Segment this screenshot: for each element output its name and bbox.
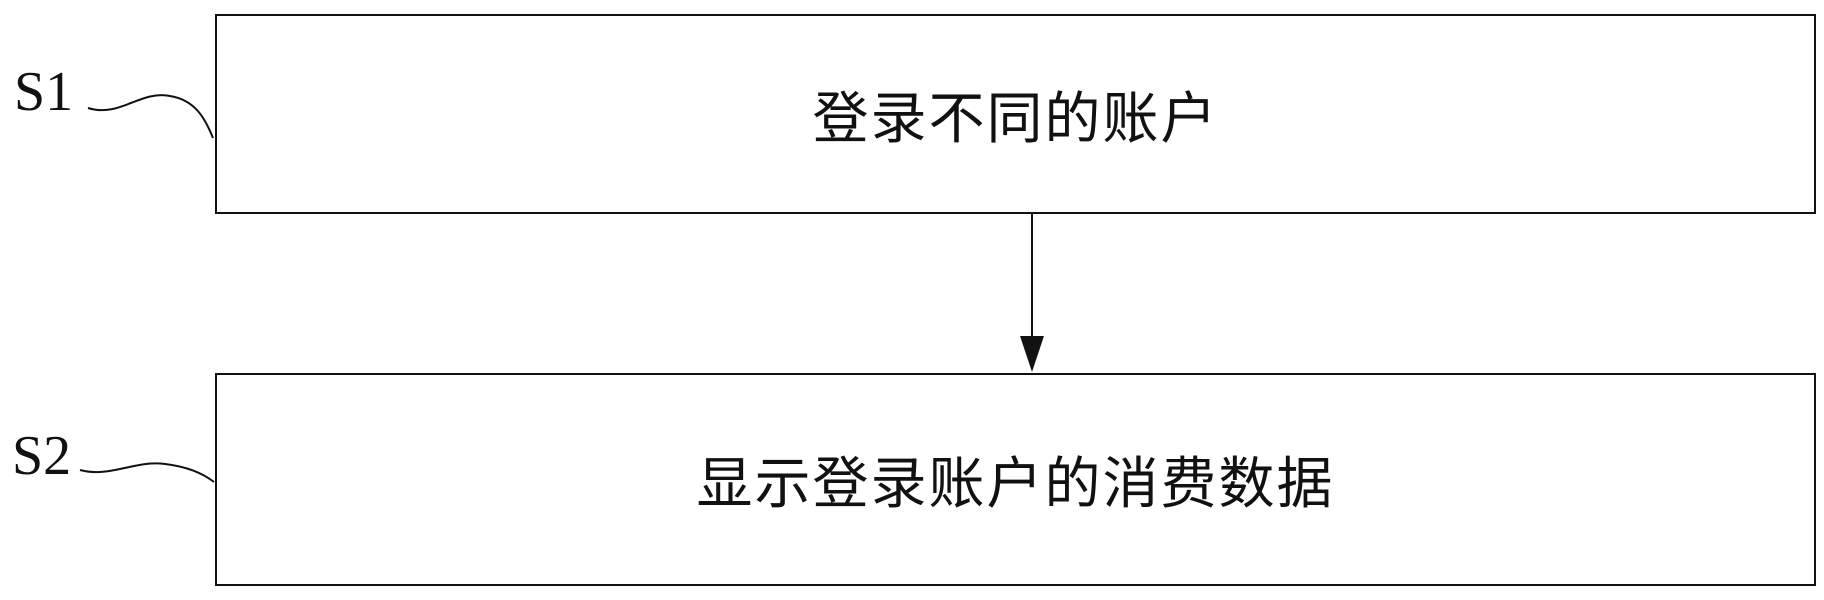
step-text-s1: 登录不同的账户 <box>812 86 1219 152</box>
step-label-s1: S1 <box>14 61 74 123</box>
step-box-s1: 登录不同的账户 <box>215 14 1816 214</box>
flow-arrow-head <box>1020 336 1044 372</box>
step-box-s2: 显示登录账户的消费数据 <box>215 373 1816 586</box>
s2-leader-curve <box>79 462 215 483</box>
step-text-s2: 显示登录账户的消费数据 <box>696 452 1335 517</box>
s1-leader-curve <box>87 94 214 139</box>
step-label-s2: S2 <box>12 425 72 487</box>
